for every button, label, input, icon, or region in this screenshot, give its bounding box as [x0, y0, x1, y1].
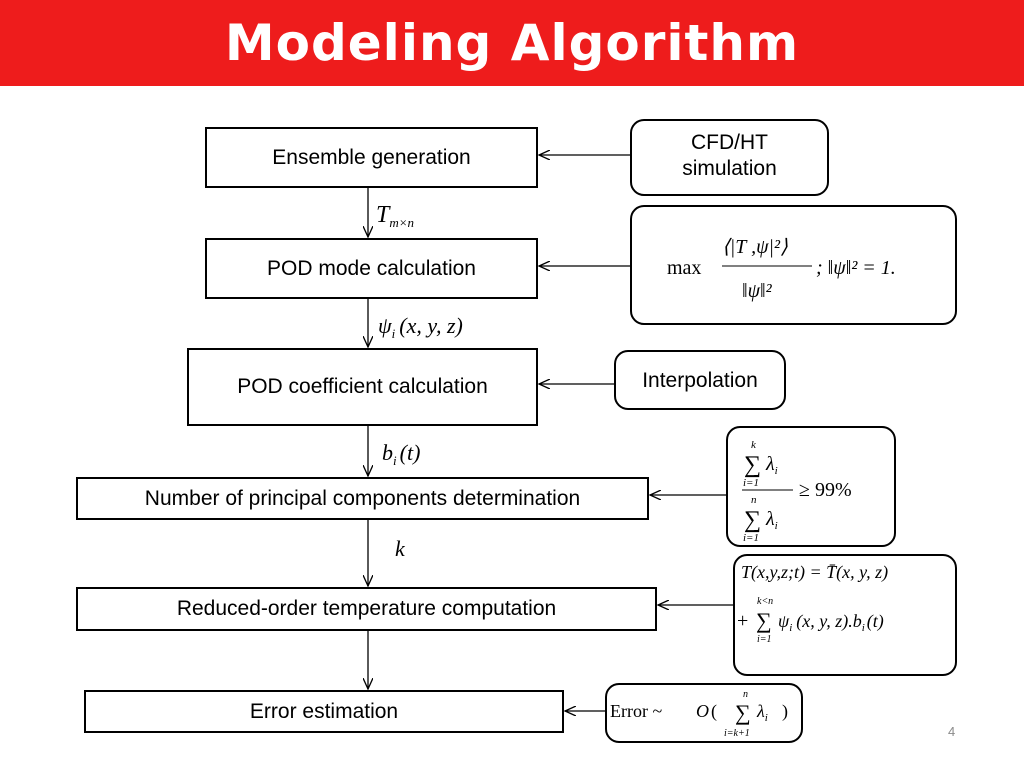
step-label: Ensemble generation: [272, 145, 471, 169]
step-label: Number of principal components determina…: [144, 486, 581, 510]
svg-text:(: (: [711, 701, 717, 722]
svg-text:i=1: i=1: [757, 634, 772, 645]
label-k: k: [395, 536, 406, 561]
svg-text:∑: ∑: [744, 452, 761, 478]
svg-text:ψi(x, y, z).bi(t): ψi(x, y, z).bi(t): [778, 611, 884, 634]
svg-text:i=k+1: i=k+1: [724, 728, 750, 739]
svg-text:⟨|T ,ψ|²⟩: ⟨|T ,ψ|²⟩: [722, 236, 788, 258]
svg-text:n: n: [751, 494, 757, 506]
rom-formula: T(x,y,z;t) = T̄(x, y, z) + k<n ∑ i=1 ψi(…: [737, 562, 888, 645]
error-formula-box: [605, 683, 803, 743]
npc-ratio-formula: k ∑ i=1 λi n ∑ i=1 λi ≥ 99%: [742, 439, 852, 544]
svg-text:i=1: i=1: [743, 477, 759, 489]
step-label: POD mode calculation: [267, 256, 476, 280]
step-principal-components: Number of principal components determina…: [76, 477, 649, 520]
pod-max-formula: max ⟨|T ,ψ|²⟩ ‖ψ‖² ; ‖ψ‖² = 1.: [667, 236, 896, 302]
step-error-estimation: Error estimation: [84, 690, 564, 733]
svg-text:; ‖ψ‖² = 1.: ; ‖ψ‖² = 1.: [816, 257, 896, 279]
step-label: Error estimation: [249, 699, 399, 723]
svg-text:∑: ∑: [735, 700, 751, 725]
svg-text:λi: λi: [765, 508, 778, 532]
step-reduced-order-temperature: Reduced-order temperature computation: [76, 587, 657, 631]
label-T-mxn: Tm×n: [376, 202, 414, 230]
step-ensemble-generation: Ensemble generation: [205, 127, 538, 188]
rom-formula-box: [733, 554, 957, 676]
svg-text:max: max: [667, 257, 701, 279]
page-title: Modeling Algorithm: [224, 14, 800, 72]
title-banner: Modeling Algorithm: [0, 0, 1024, 86]
label-b-i: bi(t): [382, 440, 420, 468]
step-label: Reduced-order temperature computation: [176, 597, 557, 620]
step-pod-coefficient-calculation: POD coefficient calculation: [187, 348, 538, 426]
svg-text:Error ~: Error ~: [610, 701, 662, 721]
step-label: POD coefficient calculation: [237, 375, 488, 398]
svg-text:‖ψ‖²: ‖ψ‖²: [742, 280, 773, 302]
pod-max-formula-box: [630, 205, 957, 325]
svg-text:T(x,y,z;t) = T̄(x, y, z): T(x,y,z;t) = T̄(x, y, z): [741, 562, 888, 583]
svg-text:λi: λi: [765, 453, 778, 477]
svg-text:n: n: [743, 689, 748, 700]
page-number: 4: [948, 724, 956, 739]
error-formula: Error ~ O ( n ∑ i=k+1 λi ): [610, 689, 788, 739]
svg-text:+: +: [737, 610, 748, 632]
svg-text:λi: λi: [756, 701, 768, 724]
step-pod-mode-calculation: POD mode calculation: [205, 238, 538, 299]
svg-text:k: k: [751, 439, 757, 451]
cfd-label: CFD/HT simulation: [682, 131, 777, 180]
npc-ratio-formula-box: [726, 426, 896, 547]
svg-text:∑: ∑: [744, 507, 761, 533]
svg-text:k<n: k<n: [757, 596, 773, 607]
svg-text:∑: ∑: [756, 608, 772, 633]
interpolation-label: Interpolation: [642, 369, 758, 392]
label-psi-i: ψi(x, y, z): [378, 313, 463, 341]
interpolation-box: Interpolation: [614, 350, 786, 410]
cfd-simulation-box: CFD/HT simulation: [630, 119, 829, 196]
svg-text:): ): [782, 701, 788, 722]
svg-text:O: O: [696, 701, 709, 721]
svg-text:i=1: i=1: [743, 532, 759, 544]
svg-text:≥ 99%: ≥ 99%: [799, 479, 852, 501]
